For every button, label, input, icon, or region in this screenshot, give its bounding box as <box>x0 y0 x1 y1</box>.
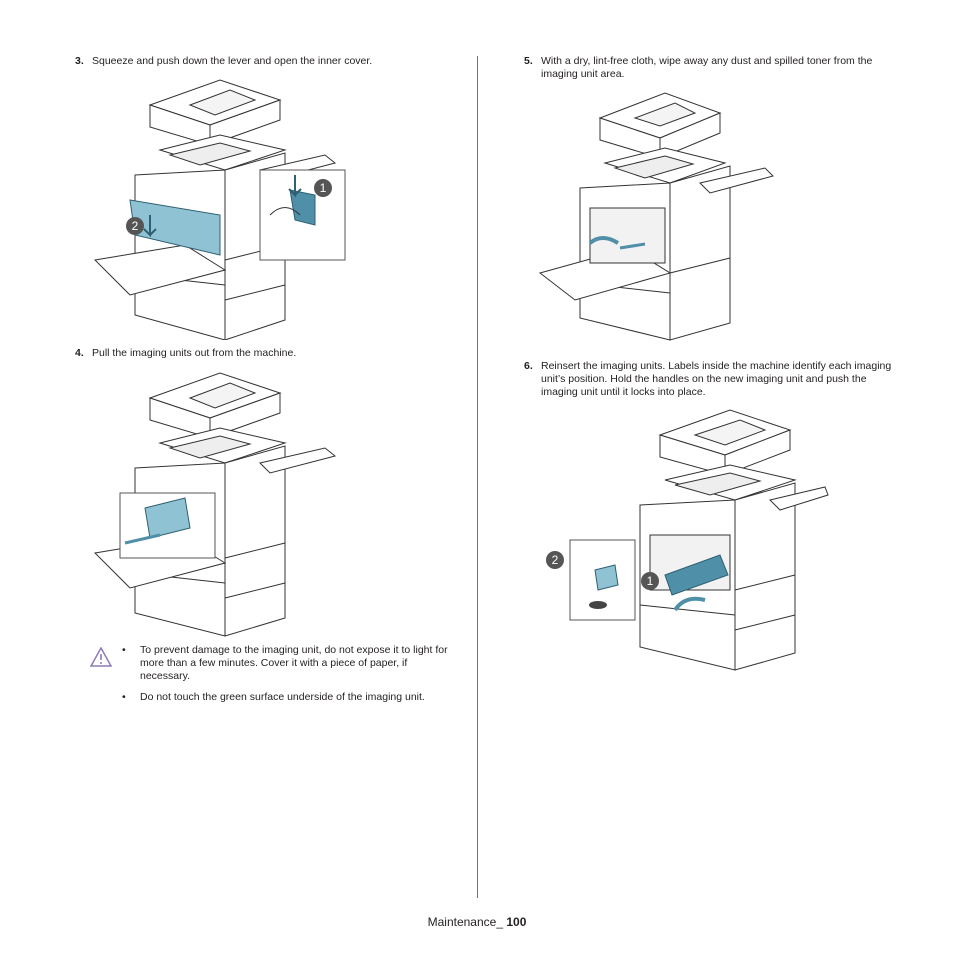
printer-illustration <box>93 372 337 637</box>
printer-illustration: 1 2 <box>93 79 346 340</box>
callout-1: 1 <box>320 181 327 195</box>
step-number: 5. <box>524 55 533 67</box>
step-text: Reinsert the imaging units. Labels insid… <box>541 360 892 398</box>
figure-reinsert-imaging-units: 2 1 <box>540 405 830 673</box>
step-5: 5. With a dry, lint-free cloth, wipe awa… <box>524 55 896 81</box>
step-3: 3. Squeeze and push down the lever and o… <box>75 55 455 68</box>
list-item: • To prevent damage to the imaging unit,… <box>122 644 452 683</box>
printer-illustration: 2 1 <box>546 409 829 671</box>
callout-2: 2 <box>132 219 139 233</box>
footer-section: Maintenance_ <box>427 915 507 929</box>
step-4: 4. Pull the imaging units out from the m… <box>75 347 455 360</box>
caution-list: • To prevent damage to the imaging unit,… <box>122 644 452 712</box>
column-divider <box>477 56 478 898</box>
step-6: 6. Reinsert the imaging units. Labels in… <box>524 360 896 399</box>
figure-pull-imaging-units <box>90 368 340 638</box>
step-number: 6. <box>524 360 533 372</box>
page-number: 100 <box>506 915 527 929</box>
page-footer: Maintenance_ 100 <box>0 915 954 929</box>
figure-wipe-imaging-area <box>535 88 775 343</box>
step-number: 3. <box>75 55 84 67</box>
warning-icon <box>89 646 113 672</box>
step-text: With a dry, lint-free cloth, wipe away a… <box>541 55 873 80</box>
printer-illustration <box>538 92 774 341</box>
step-text: Pull the imaging units out from the mach… <box>92 347 297 359</box>
list-item: • Do not touch the green surface undersi… <box>122 691 425 703</box>
figure-open-inner-cover: 1 2 <box>90 75 355 340</box>
step-number: 4. <box>75 347 84 359</box>
callout-2: 2 <box>552 553 559 567</box>
step-text: Squeeze and push down the lever and open… <box>92 55 373 67</box>
caution-text: Do not touch the green surface underside… <box>140 691 425 703</box>
callout-1: 1 <box>647 574 654 588</box>
caution-text: To prevent damage to the imaging unit, d… <box>140 644 448 682</box>
